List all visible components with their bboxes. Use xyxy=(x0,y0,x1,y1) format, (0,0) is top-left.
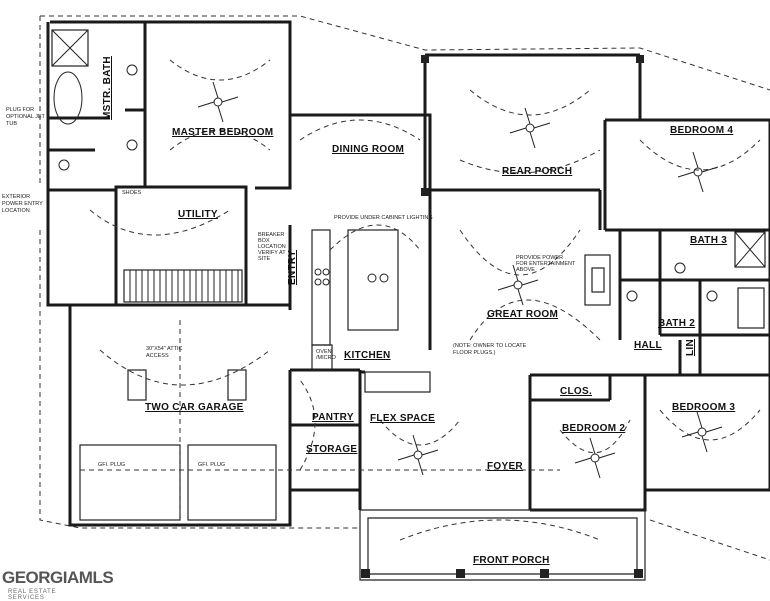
master-walls xyxy=(48,22,292,190)
note-jet-tub-3: TUB xyxy=(6,121,17,127)
label-bath3: BATH 3 xyxy=(690,235,727,246)
label-master-bedroom: MASTER BEDROOM xyxy=(172,127,273,138)
room-labels: MSTR. BATH MASTER BEDROOM DINING ROOM RE… xyxy=(102,56,735,566)
label-flex-space: FLEX SPACE xyxy=(370,413,435,424)
wiring-runs xyxy=(80,59,761,541)
note-ent-power-3: ABOVE xyxy=(516,267,535,273)
georgiamls-logo: GEORGIAMLS REAL ESTATE SERVICES xyxy=(0,568,114,601)
note-floor-plugs-2: FLOOR PLUGS.) xyxy=(453,350,496,356)
note-attic-2: ACCESS xyxy=(146,353,169,359)
label-hall: HALL xyxy=(634,340,662,351)
label-front-porch: FRONT PORCH xyxy=(473,555,550,566)
label-bedroom3: BEDROOM 3 xyxy=(672,402,735,413)
label-master-bath: MSTR. BATH xyxy=(102,56,113,120)
note-attic-1: 30"X54" ATTIC xyxy=(146,346,183,352)
roof-outline xyxy=(39,15,770,581)
note-breaker-2: BOX xyxy=(258,238,270,244)
note-oven-1: OVEN xyxy=(316,349,332,355)
note-breaker-4: VERIFY AT xyxy=(258,250,286,256)
note-ent-power-1: PROVIDE POWER xyxy=(516,255,563,261)
note-gfi-plug-2: GFI. PLUG xyxy=(198,462,225,468)
garage-bays xyxy=(79,369,277,521)
fireplace xyxy=(584,254,611,306)
bedroom2-walls xyxy=(528,373,647,512)
ceiling-fans xyxy=(197,81,723,479)
label-bedroom2: BEDROOM 2 xyxy=(562,423,625,434)
note-floor-plugs-1: (NOTE: OWNER TO LOCATE xyxy=(453,343,527,349)
note-ext-power-1: EXTERIOR xyxy=(2,194,30,200)
note-jet-tub-1: PLUG FOR xyxy=(6,107,34,113)
label-lin: LIN xyxy=(685,339,696,356)
note-oven-2: /MICRO xyxy=(316,355,337,361)
label-entry: ENTRY xyxy=(287,250,298,285)
label-storage: STORAGE xyxy=(306,444,357,455)
logo-subtext: REAL ESTATE SERVICES xyxy=(8,589,57,601)
note-jet-tub-2: OPTIONAL JET xyxy=(6,114,46,120)
porch-columns xyxy=(361,55,644,578)
note-breaker-5: SITE xyxy=(258,256,271,262)
note-ent-power-2: FOR ENTERTAINMENT xyxy=(516,261,576,267)
label-pantry: PANTRY xyxy=(312,412,354,423)
bath-fixtures xyxy=(51,29,766,329)
label-foyer: FOYER xyxy=(487,461,523,472)
label-clos: CLOS. xyxy=(560,386,592,397)
rear-porch-walls xyxy=(423,53,642,192)
stairs xyxy=(123,269,243,303)
plan-notes: PLUG FOR OPTIONAL JET TUB EXTERIOR POWER… xyxy=(2,107,576,468)
note-breaker-3: LOCATION xyxy=(258,244,286,250)
note-ext-power-3: LOCATION xyxy=(2,208,30,214)
label-great-room: GREAT ROOM xyxy=(487,309,558,320)
label-dining-room: DINING ROOM xyxy=(332,144,404,155)
right-wing-walls xyxy=(598,118,770,492)
label-bedroom4: BEDROOM 4 xyxy=(670,125,733,136)
kitchen-counters xyxy=(311,229,431,393)
note-ext-power-2: POWER ENTRY xyxy=(2,201,43,207)
logo-text: GEORGIAMLS xyxy=(2,568,114,587)
note-gfi-plug-1: GFI. PLUG xyxy=(98,462,125,468)
label-kitchen: KITCHEN xyxy=(344,350,391,361)
label-utility: UTILITY xyxy=(178,209,218,220)
note-cabinet-lighting: PROVIDE UNDER CABINET LIGHTING xyxy=(334,215,433,221)
label-shoes: SHOES xyxy=(122,190,142,196)
label-rear-porch: REAR PORCH xyxy=(502,166,572,177)
garage-walls xyxy=(70,185,292,307)
dining-walls xyxy=(288,115,432,350)
label-bath2: BATH 2 xyxy=(658,318,695,329)
label-two-car-garage: TWO CAR GARAGE xyxy=(145,402,244,413)
note-breaker-1: BREAKER xyxy=(258,232,284,238)
front-porch-outline xyxy=(359,509,646,581)
